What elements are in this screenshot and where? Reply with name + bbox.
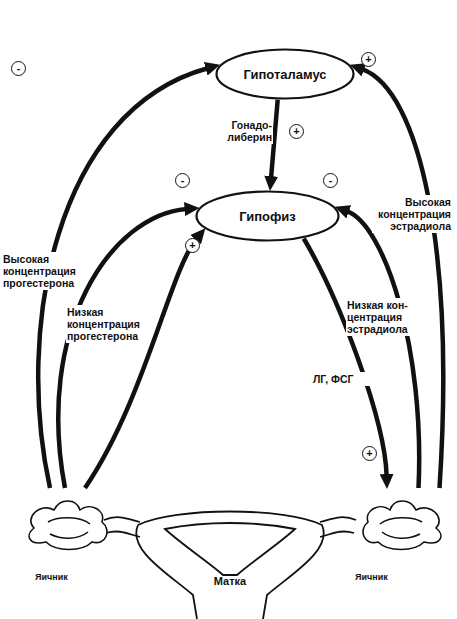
edge-label: Низкая кон- центрация эстрадиола	[346, 298, 414, 336]
feedback-sign: +	[362, 446, 377, 461]
edge-label: ЛГ, ФСГ	[312, 372, 374, 386]
node-label: Матка	[105, 575, 355, 587]
feedback-sign: +	[289, 124, 304, 139]
feedback-arrow	[347, 211, 419, 488]
edge-label: Высокая концентрация прогестерона	[2, 252, 76, 290]
node-label: Яичник	[355, 572, 388, 582]
feedback-arrow	[85, 238, 197, 488]
node-title: Гипоталамус	[215, 48, 355, 100]
edge-label: Высокая концентрация эстрадиола	[372, 195, 452, 233]
hypothalamus-ellipse: Гипоталамус	[215, 48, 355, 100]
feedback-sign: +	[185, 238, 200, 253]
edge-label: Низкая концентрация прогестерона	[66, 305, 150, 343]
uterus-outline	[105, 495, 355, 619]
feedback-arrow	[362, 69, 443, 488]
ovary-left: Яичник	[20, 488, 120, 588]
feedback-arrow	[304, 239, 387, 476]
feedback-sign: +	[361, 52, 376, 67]
ovary-right: Яичник	[345, 488, 450, 588]
feedback-sign: -	[323, 173, 338, 188]
feedback-sign: -	[175, 173, 190, 188]
feedback-arrow	[58, 209, 186, 488]
node-label: Яичник	[35, 572, 68, 582]
edge-label: Гонадо- либерин	[205, 118, 273, 144]
uterus: Матка	[105, 495, 355, 619]
pituitary-ellipse: Гипофиз	[195, 190, 340, 242]
feedback-sign: -	[11, 61, 26, 76]
node-title: Гипофиз	[195, 190, 340, 242]
